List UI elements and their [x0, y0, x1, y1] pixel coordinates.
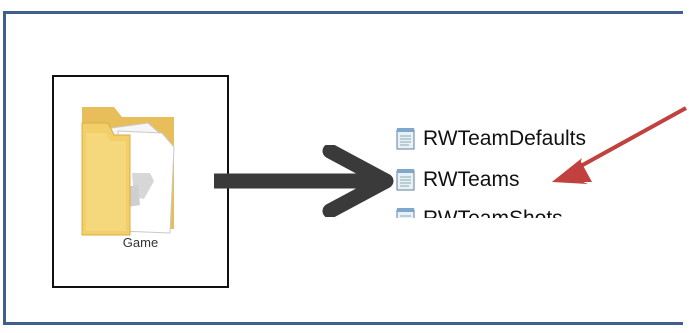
file-item[interactable]: RWTeamDefaults: [395, 128, 586, 153]
file-name: RWTeamShots: [423, 207, 563, 218]
folder-icon: [81, 107, 175, 236]
right-arrow-icon: [214, 145, 394, 217]
notepad-file-icon: [396, 208, 415, 218]
file-item-rwteams[interactable]: RWTeams: [395, 166, 519, 194]
file-name: RWTeams: [423, 168, 520, 191]
file-item[interactable]: RWTeamShots: [395, 205, 563, 218]
file-list: RWTeamDefaults RWTeams RWTeamShots: [395, 128, 625, 218]
folder-tile[interactable]: Game: [52, 75, 229, 288]
folder-label: Game: [122, 235, 159, 250]
notepad-file-icon: [396, 128, 415, 150]
pointer-arrow-icon: [552, 106, 687, 184]
file-name: RWTeamDefaults: [423, 128, 586, 150]
notepad-file-icon: [396, 169, 415, 191]
